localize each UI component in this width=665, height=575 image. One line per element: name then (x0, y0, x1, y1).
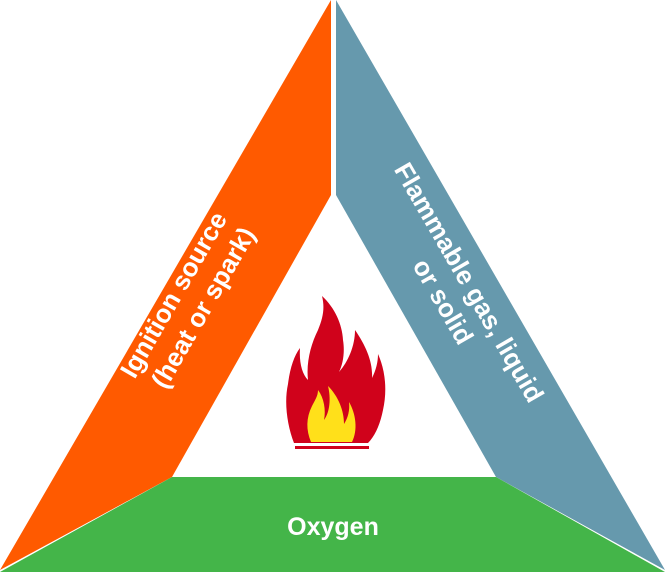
oxygen-label: Oxygen (287, 513, 379, 541)
flammable-material-side (336, 0, 665, 570)
fire-icon-inner-flame (307, 386, 356, 442)
fire-icon (286, 296, 386, 449)
fire-icon-base-line (295, 446, 369, 449)
fire-icon-outer-flame (286, 296, 386, 443)
ignition-source-side (0, 0, 331, 570)
oxygen-side (0, 477, 665, 572)
